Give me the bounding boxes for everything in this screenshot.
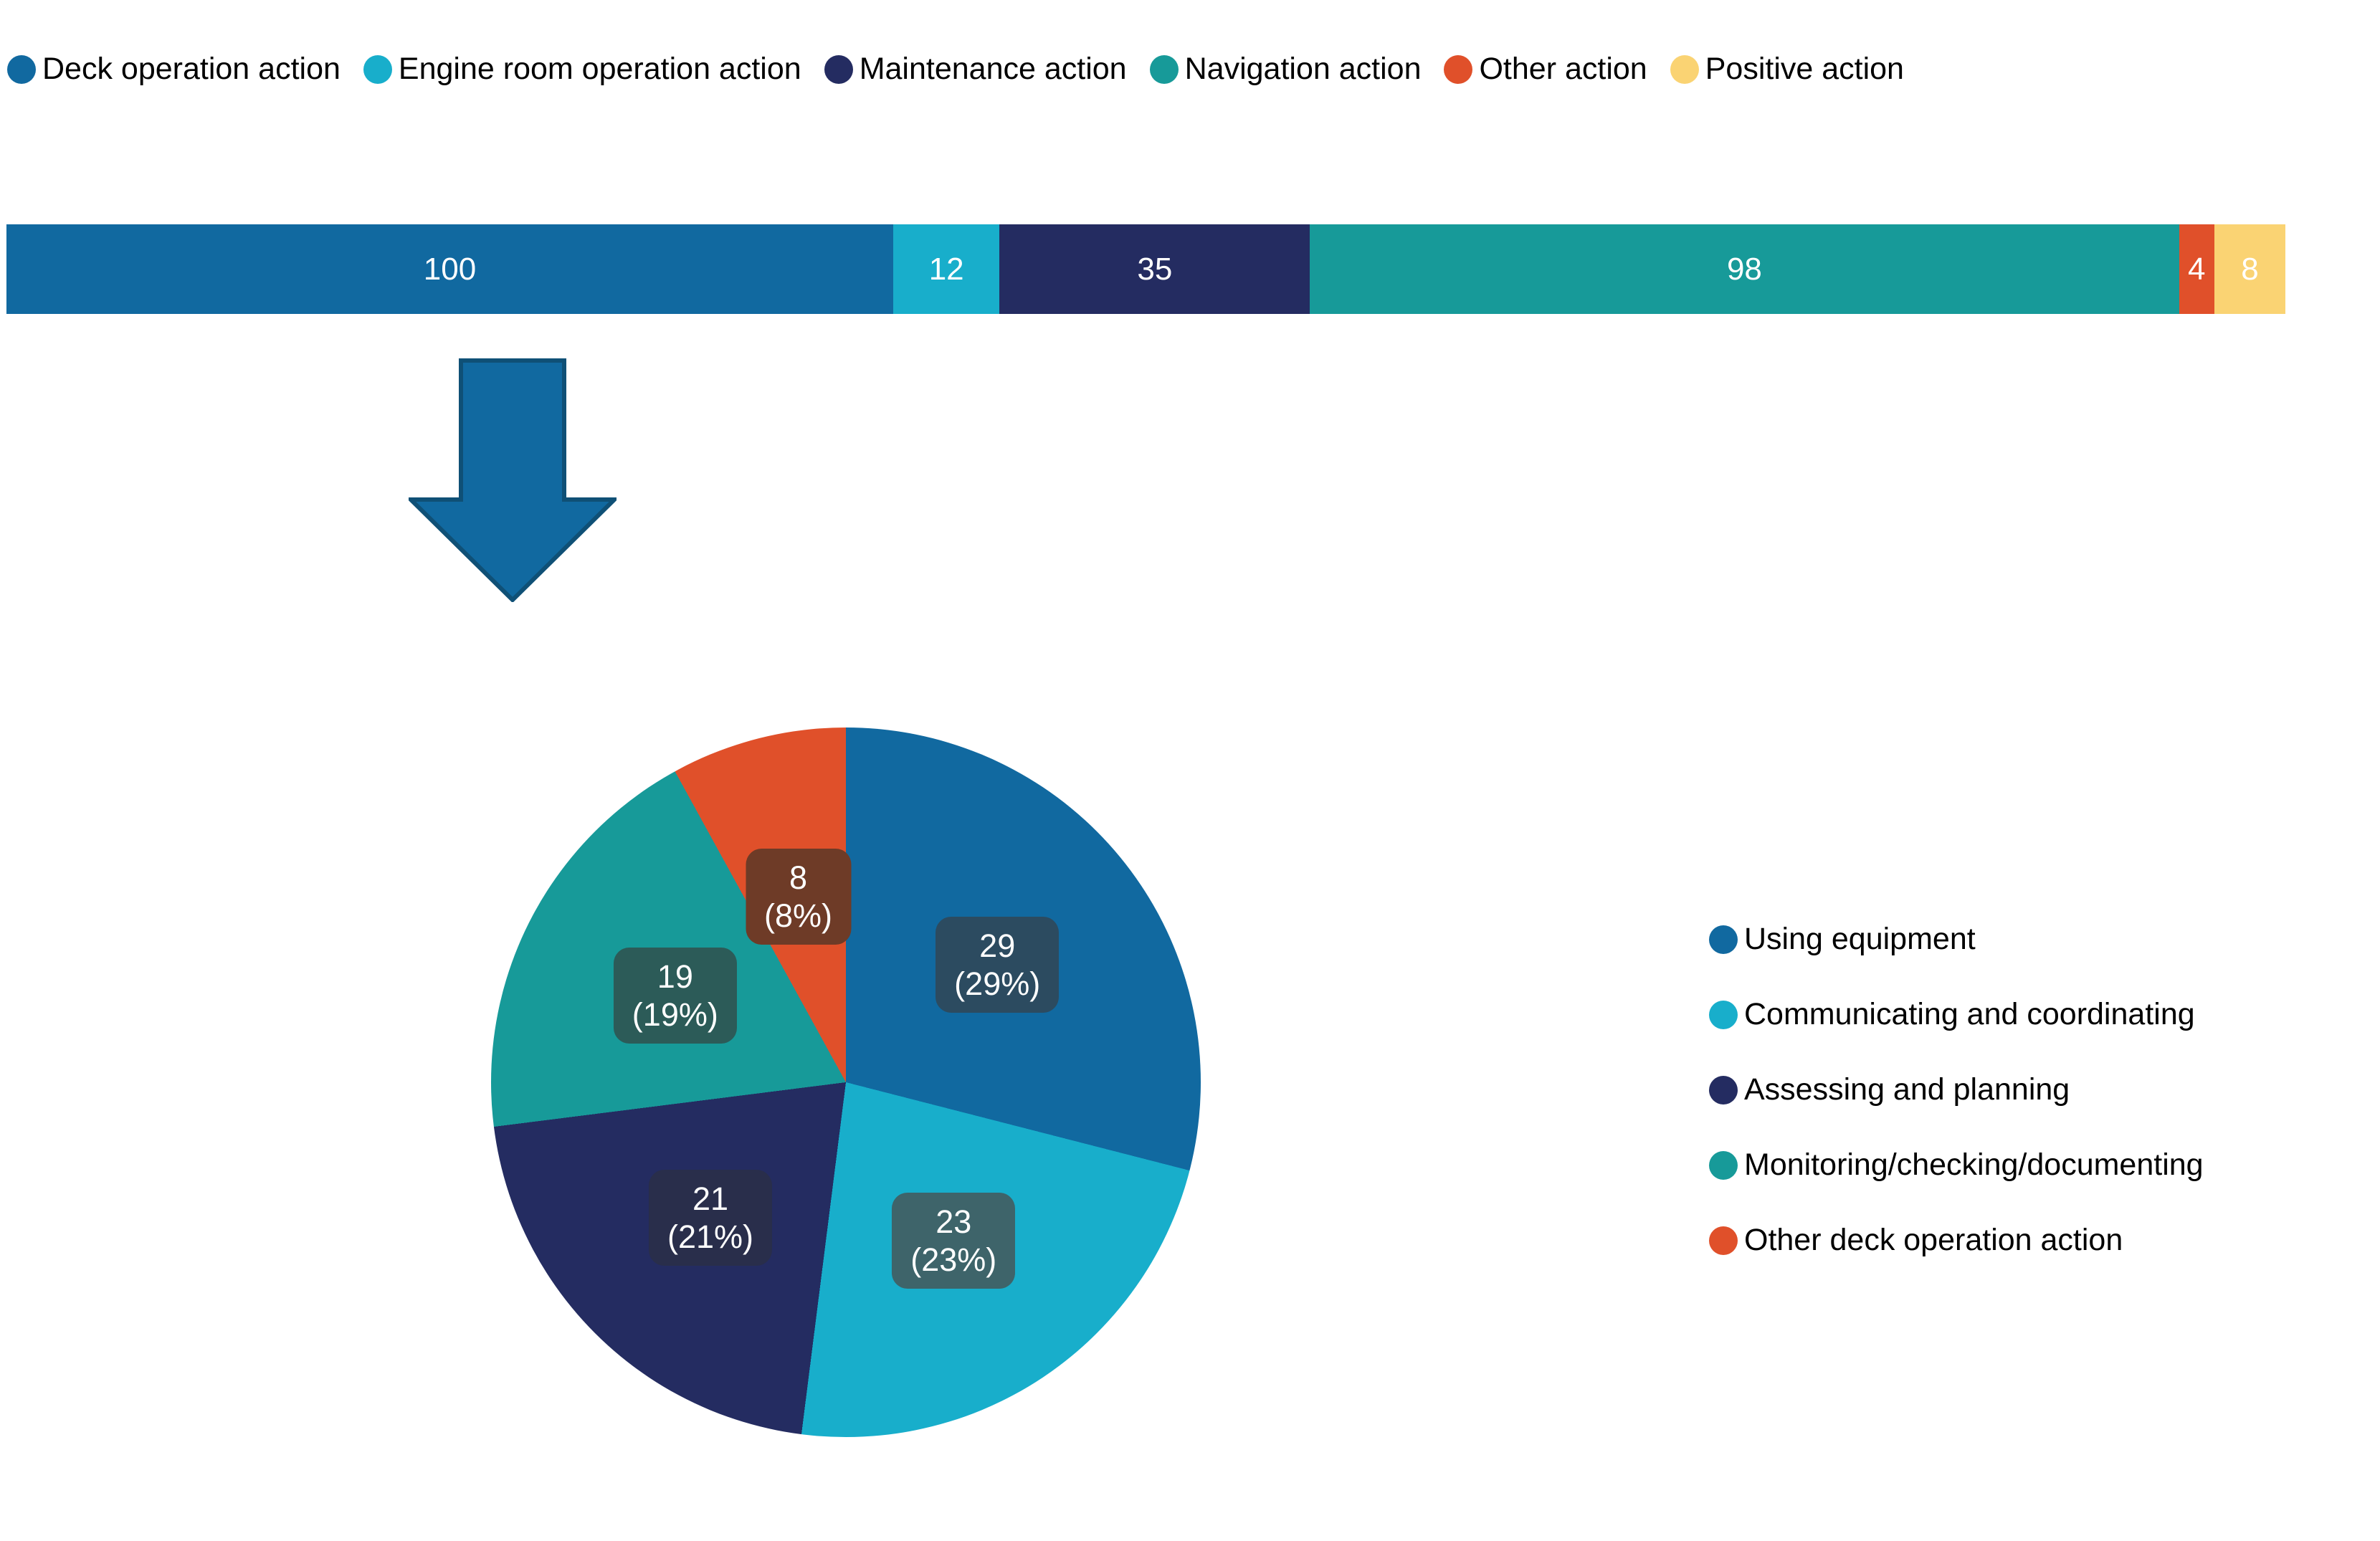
bar-segment-label: 35: [1137, 251, 1173, 287]
bar-segment-label: 12: [928, 251, 964, 287]
bar-segment-label: 4: [2188, 251, 2206, 287]
legend-label: Communicating and coordinating: [1744, 997, 2195, 1031]
bar-segment-label: 8: [2241, 251, 2259, 287]
top-legend: Deck operation action Engine room operati…: [7, 52, 1904, 87]
pie-label-value: 29: [979, 927, 1016, 965]
pie-label-value: 21: [692, 1180, 729, 1217]
legend-swatch-icon: [1709, 1075, 1738, 1105]
legend-label: Navigation action: [1184, 52, 1422, 86]
top-legend-item: Other action: [1444, 52, 1647, 87]
legend-label: Other deck operation action: [1744, 1223, 2123, 1257]
legend-label: Monitoring/checking/documenting: [1744, 1148, 2204, 1182]
legend-swatch-icon: [1444, 54, 1473, 84]
pie-label-percent: (23%): [910, 1241, 997, 1279]
bar-segment: 4: [2179, 224, 2214, 314]
legend-label: Engine room operation action: [398, 52, 801, 86]
pie-slice-label: 29(29%): [936, 917, 1060, 1013]
legend-label: Maintenance action: [859, 52, 1127, 86]
pie-slice-label: 19(19%): [613, 947, 737, 1044]
bar-segment: 8: [2214, 224, 2285, 314]
pie-legend-item: Other deck operation action: [1709, 1223, 2204, 1258]
top-legend-item: Engine room operation action: [363, 52, 801, 87]
pie-label-value: 19: [657, 958, 693, 995]
pie-legend-item: Assessing and planning: [1709, 1072, 2204, 1107]
legend-swatch-icon: [1670, 54, 1699, 84]
down-arrow-icon: [409, 358, 617, 602]
legend-label: Positive action: [1705, 52, 1904, 86]
pie-legend-item: Monitoring/checking/documenting: [1709, 1148, 2204, 1183]
pie-label-percent: (29%): [954, 965, 1041, 1003]
pie-label-value: 8: [789, 859, 808, 897]
legend-swatch-icon: [1149, 54, 1179, 84]
pie-label-layer: 29(29%)23(23%)21(21%)19(19%)8(8%): [491, 727, 1201, 1437]
down-arrow-shape: [409, 358, 617, 602]
bar-segment: 12: [892, 224, 1000, 314]
legend-swatch-icon: [824, 54, 853, 84]
pie-slice-label: 23(23%): [892, 1193, 1016, 1289]
pie-label-percent: (8%): [764, 897, 833, 935]
legend-label: Assessing and planning: [1744, 1072, 2070, 1107]
pie-label-percent: (19%): [632, 996, 718, 1033]
legend-label: Using equipment: [1744, 922, 1976, 956]
top-legend-item: Maintenance action: [824, 52, 1127, 87]
pie-slice-label: 8(8%): [746, 849, 852, 945]
top-legend-item: Positive action: [1670, 52, 1904, 87]
pie-slice-label: 21(21%): [648, 1170, 773, 1266]
legend-swatch-icon: [363, 54, 392, 84]
top-legend-item: Deck operation action: [7, 52, 341, 87]
bar-segment: 98: [1310, 224, 2179, 314]
bar-segment: 35: [999, 224, 1310, 314]
legend-swatch-icon: [7, 54, 36, 84]
legend-swatch-icon: [1709, 1000, 1738, 1029]
pie-label-value: 23: [936, 1203, 972, 1241]
bar-segment-label: 100: [423, 251, 477, 287]
top-legend-item: Navigation action: [1149, 52, 1422, 87]
legend-label: Deck operation action: [42, 52, 341, 86]
bar-segment-label: 98: [1726, 251, 1762, 287]
pie: [491, 727, 1201, 1437]
legend-swatch-icon: [1709, 925, 1738, 954]
legend-swatch-icon: [1709, 1150, 1738, 1180]
pie-legend-item: Using equipment: [1709, 922, 2204, 957]
bar-segment: 100: [6, 224, 893, 314]
legend-swatch-icon: [1709, 1226, 1738, 1255]
pie-label-percent: (21%): [667, 1218, 754, 1255]
pie-legend-item: Communicating and coordinating: [1709, 997, 2204, 1032]
legend-label: Other action: [1479, 52, 1647, 86]
